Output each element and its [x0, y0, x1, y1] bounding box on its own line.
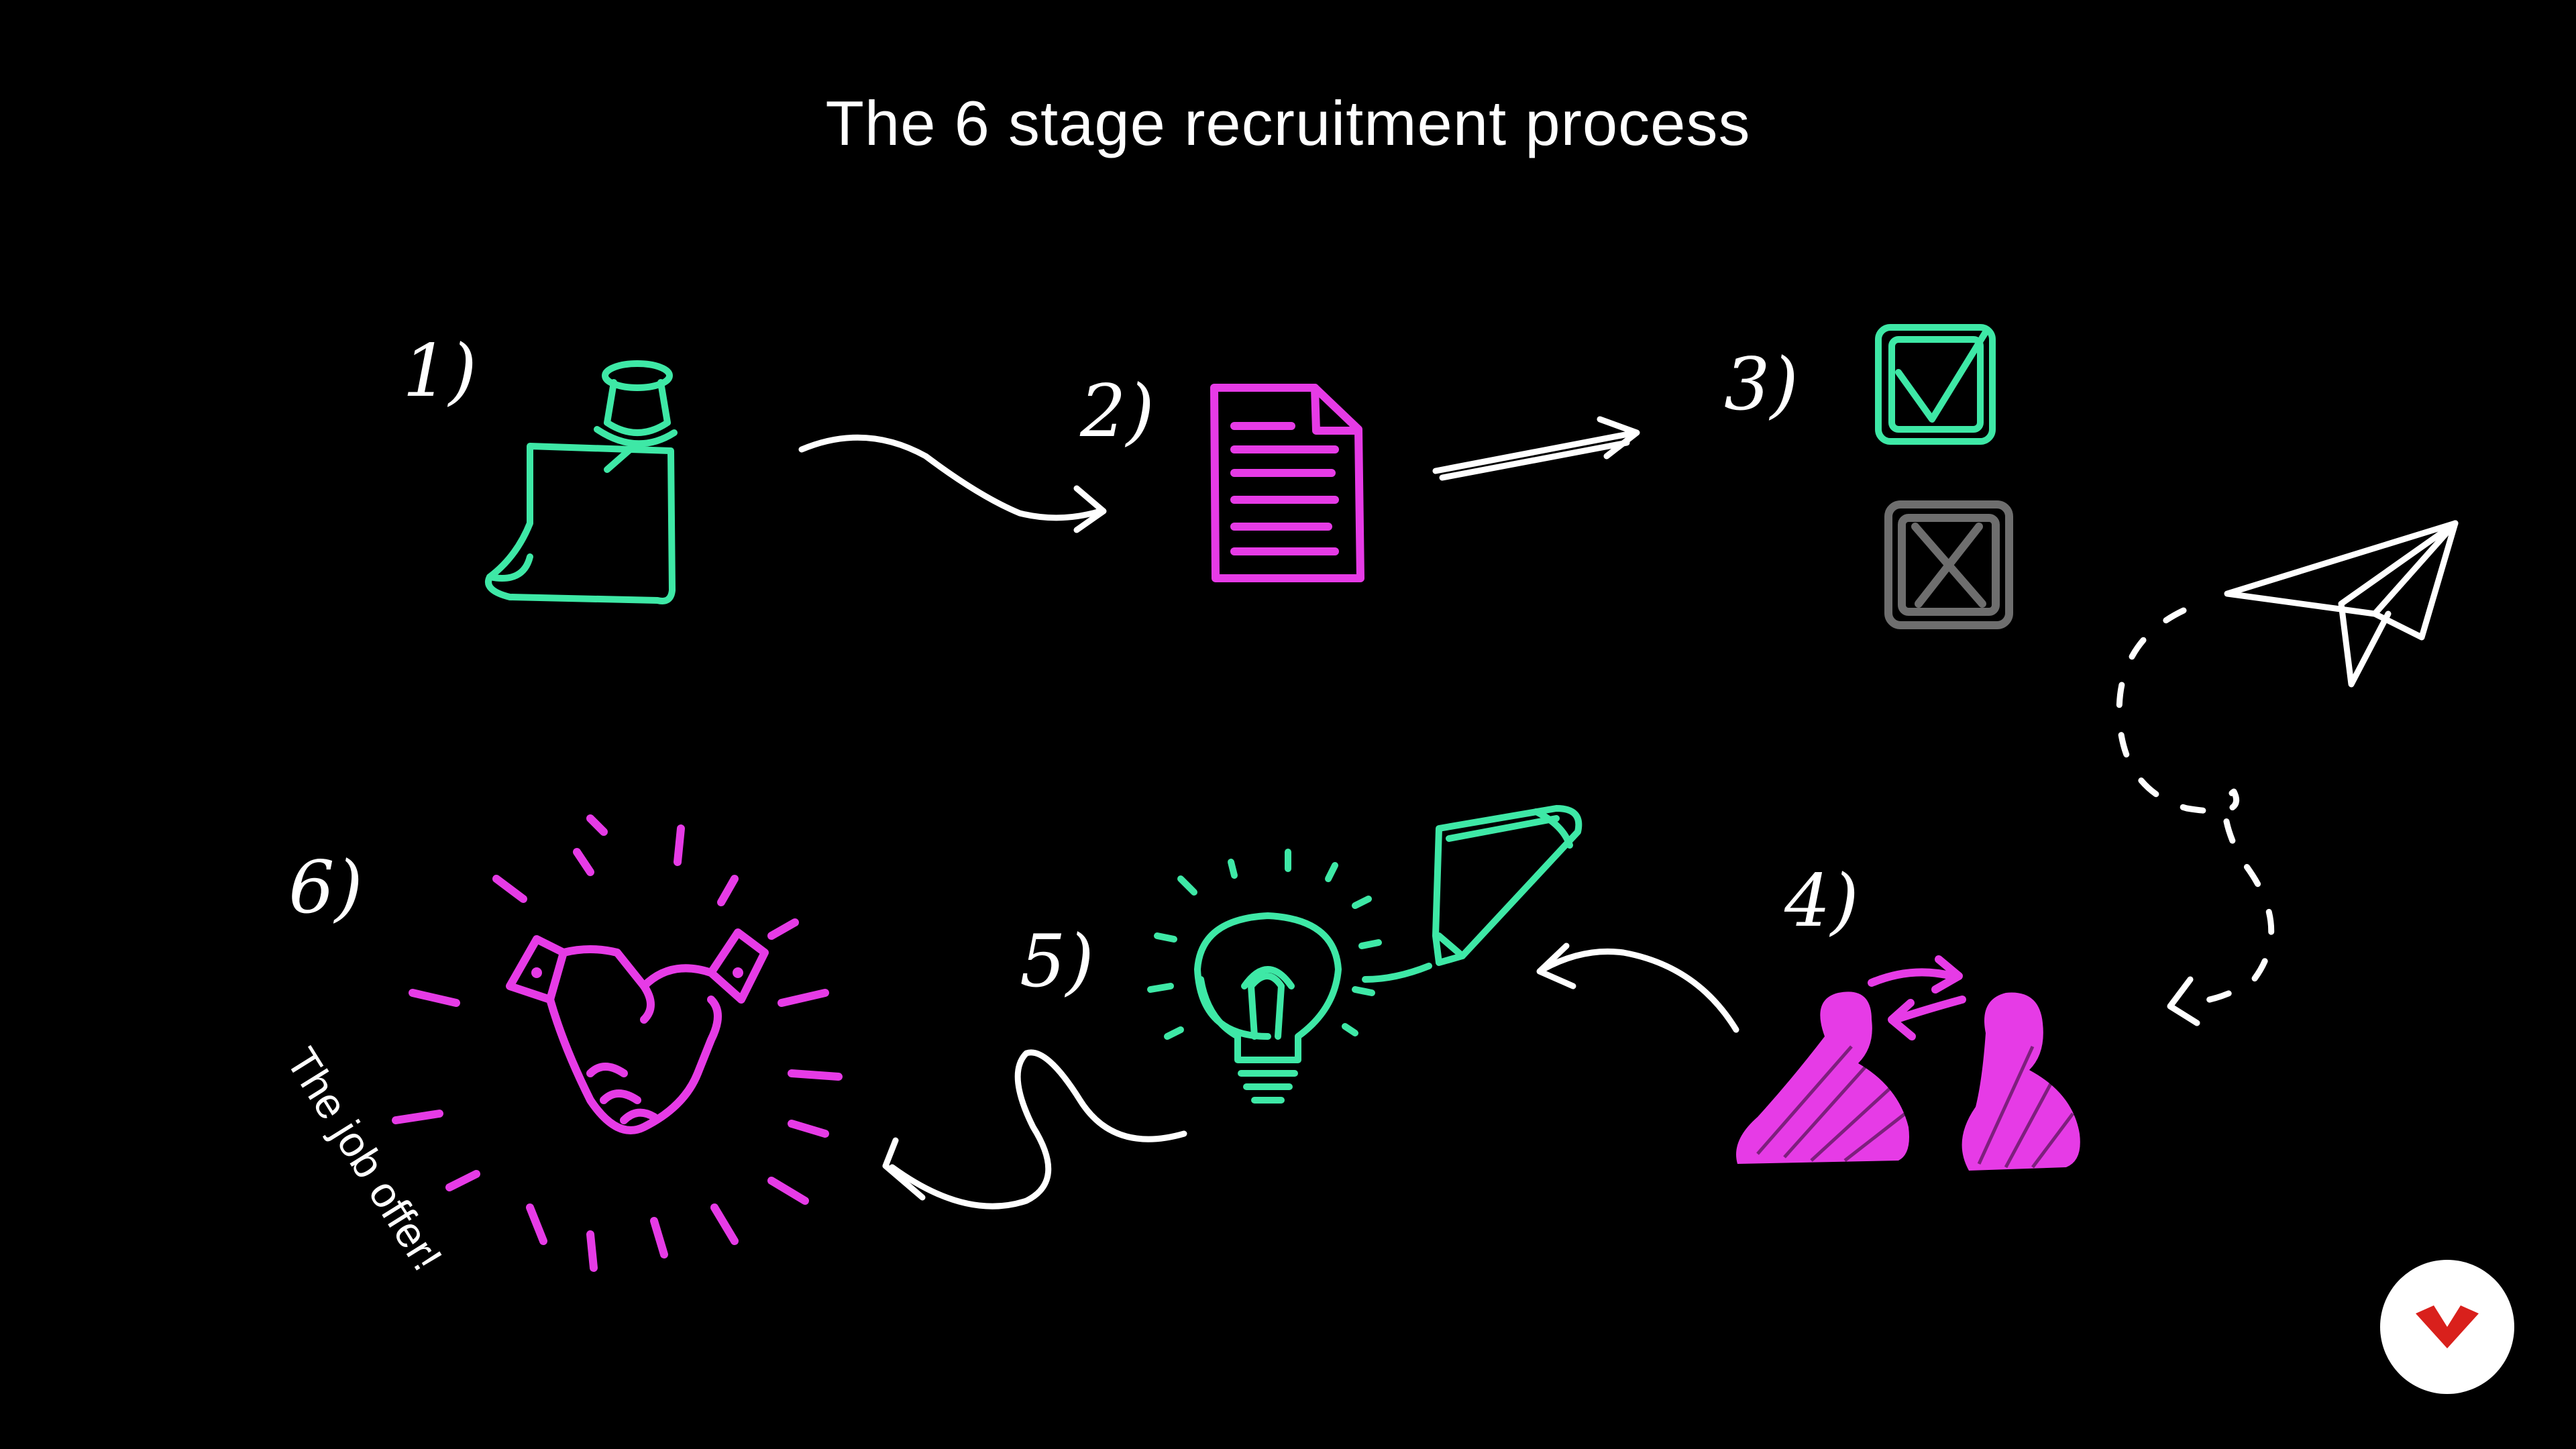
stage-number-3: 3) — [1724, 343, 1799, 427]
rejected-checkbox-icon — [1884, 500, 2013, 629]
arrow-2-to-3 — [1432, 416, 1640, 481]
stage-number-6: 6) — [288, 846, 363, 930]
document-icon — [1210, 384, 1364, 582]
pencil-icon — [1362, 805, 1582, 983]
stage-number-5: 5) — [1020, 920, 1094, 1004]
handshake-icon — [506, 928, 769, 1134]
stage-number-1: 1) — [402, 329, 477, 413]
paper-plane-icon — [2224, 520, 2459, 688]
stage-number-2: 2) — [1079, 370, 1155, 453]
arrow-5-to-6 — [882, 1049, 1187, 1210]
checkbox-icon — [1875, 324, 1996, 445]
pinned-note-icon — [485, 360, 678, 604]
page-title: The 6 stage recruitment process — [825, 88, 1751, 158]
lightbulb-icon — [1147, 849, 1382, 1104]
stage-number-4: 4) — [1784, 859, 1859, 943]
brand-logo-icon — [2416, 1305, 2479, 1348]
dashed-flight-path — [2116, 607, 2275, 1026]
job-offer-caption: The job offer! — [277, 1039, 451, 1279]
handshake-rays — [392, 814, 843, 1272]
interview-people-icon — [1736, 955, 2080, 1171]
arrow-1-to-2 — [798, 434, 1107, 533]
brand-logo-badge[interactable] — [2380, 1260, 2514, 1394]
arrow-4-to-5 — [1536, 943, 1739, 1033]
